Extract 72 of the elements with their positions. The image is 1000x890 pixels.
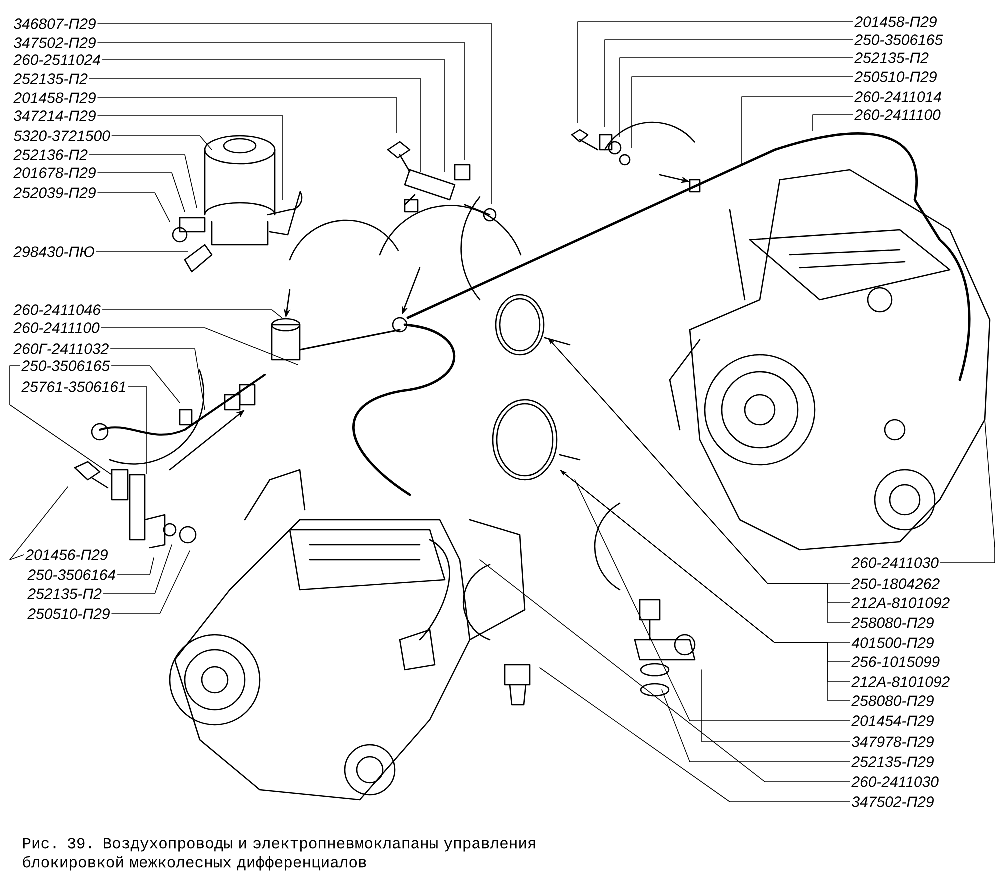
caption: Рис. 39. Воздухопроводы и электропневмоклапаны управления блокировкой межколесных дифференциалов [23, 838, 536, 871]
part-number: 347502-П29 [852, 796, 934, 808]
leader-line [742, 96, 854, 164]
part-number: 260-2411030 [852, 558, 939, 568]
leader-line [102, 60, 446, 172]
leader-line [101, 328, 298, 366]
leader-line [10, 486, 68, 560]
part-number: 252135-П2 [28, 588, 102, 600]
part-number: 252136-П2 [14, 150, 88, 160]
leader-line [10, 366, 112, 476]
part-number: 260-2411046 [14, 304, 101, 316]
leader-line [111, 366, 180, 404]
leader-line [574, 480, 850, 722]
part-number: 347978-П29 [852, 736, 934, 748]
leader-line [812, 114, 854, 132]
leader-line [578, 22, 854, 124]
part-number: 258080-П29 [852, 696, 934, 706]
part-number: 250510-П29 [854, 72, 937, 82]
part-number: 201458-П29 [14, 92, 96, 104]
leader-line [112, 136, 212, 150]
leader-line [632, 76, 854, 148]
part-number: 252135-П2 [14, 74, 88, 84]
part-number: 201678-П29 [14, 168, 96, 178]
part-number: 250510-П29 [28, 608, 110, 620]
leader-line [702, 670, 850, 742]
part-number: 212А-8101092 [852, 676, 950, 688]
leader-line [98, 24, 492, 204]
part-number: 260-2411014 [854, 92, 942, 102]
part-number: 346807-П29 [14, 18, 96, 30]
part-number: 258080-П29 [852, 618, 934, 628]
part-number: 201454-П29 [852, 716, 934, 726]
leader-line [117, 558, 154, 576]
part-number: 347214-П29 [14, 110, 96, 122]
leader-line [89, 78, 422, 172]
part-number: 260-2411100 [854, 110, 941, 120]
part-number: 252039-П29 [14, 188, 96, 198]
leader-line [128, 386, 148, 474]
part-number: 250-3506165 [854, 34, 944, 46]
leader-line [540, 668, 850, 802]
leader-line [940, 420, 996, 564]
part-number: 401500-П29 [852, 638, 934, 648]
leader-line [98, 42, 466, 160]
part-number: 298430-ПЮ [14, 246, 94, 258]
part-number: 201458-П29 [854, 16, 937, 28]
leader-line [662, 690, 850, 762]
leader-line [98, 172, 186, 212]
part-number: 250-3506165 [22, 360, 110, 372]
part-number: 256-1015099 [852, 656, 940, 668]
leader-line [89, 154, 198, 208]
leader-line [480, 560, 850, 782]
part-number: 212А-8101092 [852, 598, 950, 608]
part-number: 260-2511024 [14, 54, 100, 66]
leader-line [98, 98, 398, 134]
leader-line [620, 58, 854, 138]
leader-line [102, 310, 282, 318]
part-number: 260-2411100 [14, 322, 100, 334]
part-number: 260-2411030 [852, 776, 939, 788]
part-number: 252135-П29 [852, 756, 934, 768]
leader-line [604, 40, 854, 128]
part-number: 250-1804262 [852, 578, 940, 590]
leader-line [98, 116, 284, 200]
leader-line [110, 348, 206, 410]
leader-line [112, 550, 190, 614]
part-number: 5320-3721500 [14, 130, 110, 142]
leader-line [98, 192, 170, 222]
part-number: 347502-П29 [14, 38, 96, 48]
part-number: 252135-П2 [854, 52, 929, 64]
part-number: 260Г-2411032 [14, 344, 109, 354]
part-number: 250-3506164 [28, 570, 116, 580]
part-number: 201456-П29 [26, 550, 108, 560]
leader-line [103, 544, 172, 594]
part-number: 25761-3506161 [22, 382, 126, 392]
